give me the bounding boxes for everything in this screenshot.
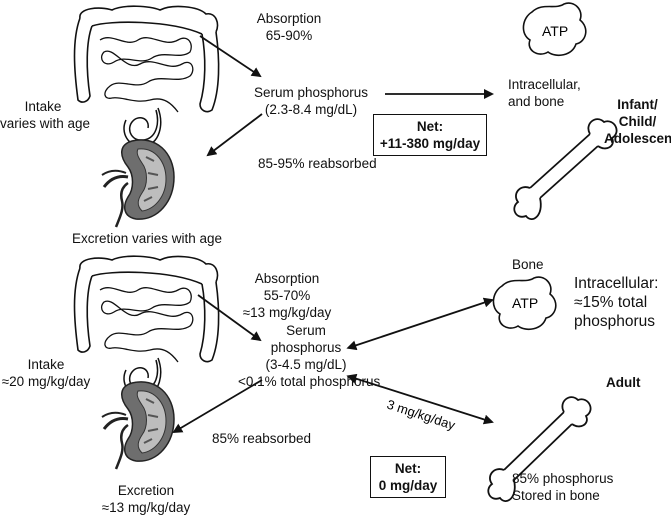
bone-drawing-bottom [487,396,592,502]
absorption-label-bottom: Absorption 55-70% ≈13 mg/kg/day [242,271,332,320]
arrow-serum-intracellular-bottom [346,297,494,351]
kidney-drawing-top [100,138,176,229]
reabsorbed-label-top: 85-95% reabsorbed [258,156,377,171]
atp-label-top: ATP [542,23,568,39]
atp-cell-bottom [492,276,557,331]
intake-label-top: Intake varies with age [0,99,91,131]
atp-label-bottom: ATP [512,295,538,311]
net-box-bottom: Net: 0 mg/day [370,456,446,498]
arrow-serum-to-kidney-bottom [172,379,263,434]
arrow-absorption-bottom [197,294,262,342]
excretion-label-bottom: Excretion ≈13 mg/kg/day [101,483,191,515]
arrow-serum-to-kidney-top [206,113,263,157]
group-label-top: Infant/ Child/ Adolescent [604,97,671,146]
atp-cell-top [522,2,587,57]
serum-phosphorus-top: Serum phosphorus (2.3-8.4 mg/dL) [253,85,369,117]
excretion-label-top: Excretion varies with age [72,231,223,246]
bone-drawing-top [513,118,618,220]
intake-label-bottom: Intake ≈20 mg/kg/day [1,357,91,389]
group-label-bottom: Adult [606,375,641,390]
intracellular-label-top: Intracellular, and bone [508,77,581,109]
serum-phosphorus-bottom: Serum phosphorus (3-4.5 mg/dL) <0.1% tot… [238,323,381,389]
intestine-drawing-bottom [73,255,220,397]
intracellular-label-bottom: Intracellular: ≈15% total phosphorus [574,275,659,330]
bone-flux-label: 3 mg/kg/day [385,397,457,433]
net-box-top: Net: +11-380 mg/day [373,114,487,156]
kidney-drawing-bottom [100,380,176,471]
absorption-label-top: Absorption 65-90% [256,11,322,43]
arrow-serum-bone-bottom [346,373,494,425]
intestine-drawing-top [73,5,220,147]
reabsorbed-label-bottom: 85% reabsorbed [212,431,312,446]
arrow-absorption-top [199,35,262,78]
bone-label-bottom: Bone [512,257,544,272]
stored-in-bone-label: 85% phosphorus Stored in bone [512,471,614,503]
